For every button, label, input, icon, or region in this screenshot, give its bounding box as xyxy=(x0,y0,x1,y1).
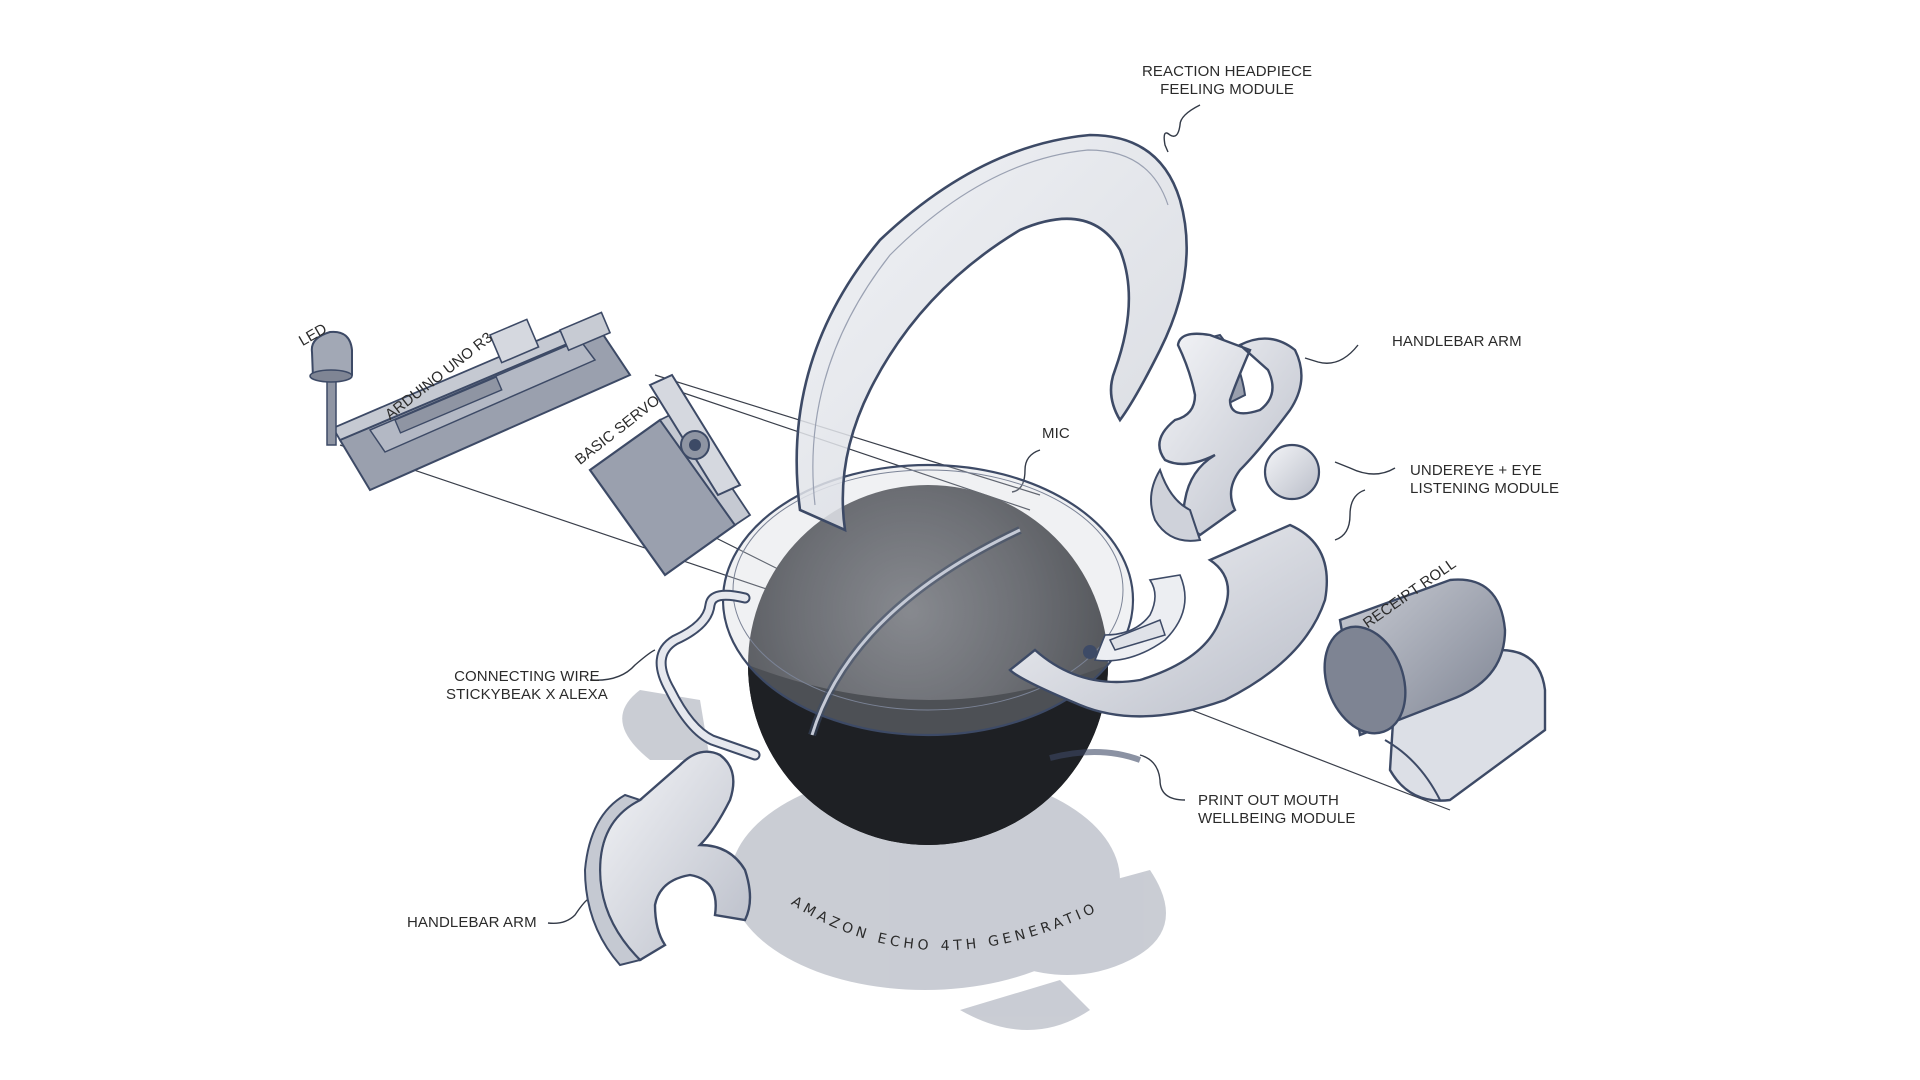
label-handlebar-arm-bottom: HANDLEBAR ARM xyxy=(407,914,537,932)
label-connecting-wire-line2: STICKYBEAK X ALEXA xyxy=(446,686,608,703)
label-undereye-line2: LISTENING MODULE xyxy=(1410,480,1560,497)
ground-shadow xyxy=(622,690,1166,1030)
label-mic: MIC xyxy=(1042,425,1070,443)
handlebar-arm-bottom-part xyxy=(583,750,752,967)
label-reaction-headpiece: REACTION HEADPIECE FEELING MODULE xyxy=(1142,63,1312,99)
label-handlebar-arm-bottom-text: HANDLEBAR ARM xyxy=(407,914,537,931)
label-undereye-line1: UNDEREYE + EYE xyxy=(1410,462,1542,479)
callout-leaders xyxy=(547,104,1396,925)
label-connecting-wire: CONNECTING WIRE STICKYBEAK X ALEXA xyxy=(446,668,608,704)
label-mic-text: MIC xyxy=(1042,425,1070,442)
receipt-roll-part xyxy=(1323,578,1547,802)
label-reaction-headpiece-line2: FEELING MODULE xyxy=(1160,81,1295,98)
label-print-out-mouth-line1: PRINT OUT MOUTH xyxy=(1198,792,1339,809)
label-reaction-headpiece-line1: REACTION HEADPIECE xyxy=(1142,63,1313,80)
label-print-out-mouth: PRINT OUT MOUTH WELLBEING MODULE xyxy=(1198,792,1355,828)
arduino-board-part xyxy=(331,311,632,492)
basic-servo-part xyxy=(588,373,752,577)
label-handlebar-arm-top: HANDLEBAR ARM xyxy=(1392,333,1522,351)
amazon-echo-sphere xyxy=(721,463,1142,845)
label-print-out-mouth-line2: WELLBEING MODULE xyxy=(1198,810,1356,827)
label-undereye: UNDEREYE + EYE LISTENING MODULE xyxy=(1410,462,1559,498)
connecting-wire-part xyxy=(655,589,761,761)
label-handlebar-arm-top-text: HANDLEBAR ARM xyxy=(1392,333,1522,350)
undereye-crescent-part xyxy=(1008,523,1328,718)
reaction-headpiece-part xyxy=(795,133,1188,533)
eye-ball-part xyxy=(1263,443,1321,501)
handlebar-arm-top-part xyxy=(1150,332,1303,542)
label-connecting-wire-line1: CONNECTING WIRE xyxy=(454,668,600,685)
led-part xyxy=(309,330,353,446)
